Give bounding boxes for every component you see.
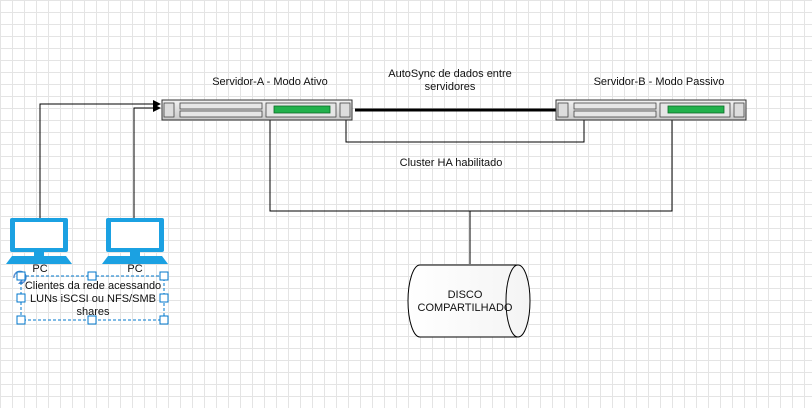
selection-handle-ml[interactable] — [16, 293, 26, 303]
clients-label[interactable]: Clientes da rede acessando LUNs iSCSI ou… — [24, 280, 162, 318]
server-a-led — [273, 105, 331, 114]
pc-2-icon[interactable] — [102, 218, 168, 264]
selection-handle-bl[interactable] — [16, 315, 26, 325]
server-b-bay-1 — [573, 102, 657, 110]
server-a-to-disk-connector[interactable] — [269, 120, 673, 212]
pc-2-label: PC — [127, 263, 143, 275]
server-b-handle-left — [557, 102, 569, 118]
disk-label-line2: COMPARTILHADO — [417, 302, 513, 314]
server-a[interactable] — [161, 99, 353, 121]
selection-handle-tl[interactable] — [16, 271, 26, 281]
server-b-handle-right — [733, 102, 745, 118]
pc1-to-server-a-connector[interactable] — [39, 100, 161, 222]
cluster-label: Cluster HA habilitado — [399, 157, 503, 169]
server-b[interactable] — [555, 99, 747, 121]
server-b-led — [667, 105, 725, 114]
connectors — [39, 100, 673, 264]
server-a-handle-right — [339, 102, 351, 118]
selection-handle-tm[interactable] — [87, 271, 97, 281]
selection-handle-mr[interactable] — [159, 293, 169, 303]
server-a-bay-1 — [179, 102, 263, 110]
autosync-label-line2: servidores — [424, 81, 476, 93]
selection-box[interactable] — [16, 271, 169, 325]
server-a-handle-left — [163, 102, 175, 118]
cluster-ha-connector[interactable] — [345, 118, 585, 143]
pc2-to-server-a-connector[interactable] — [133, 104, 161, 222]
disk-label-line1: DISCO — [447, 289, 483, 301]
server-a-label: Servidor-A - Modo Ativo — [212, 76, 328, 88]
selection-handle-tr[interactable] — [159, 271, 169, 281]
pc-1-icon[interactable] — [6, 218, 72, 264]
server-a-bay-2 — [179, 110, 263, 118]
shared-disk[interactable] — [407, 264, 531, 338]
autosync-label-line1: AutoSync de dados entre — [388, 68, 512, 80]
server-b-label: Servidor-B - Modo Passivo — [593, 76, 725, 88]
selection-handle-br[interactable] — [159, 315, 169, 325]
server-b-bay-2 — [573, 110, 657, 118]
selection-handle-bm[interactable] — [87, 315, 97, 325]
pc-1-label: PC — [32, 263, 48, 275]
disk-end-curve — [505, 264, 519, 338]
